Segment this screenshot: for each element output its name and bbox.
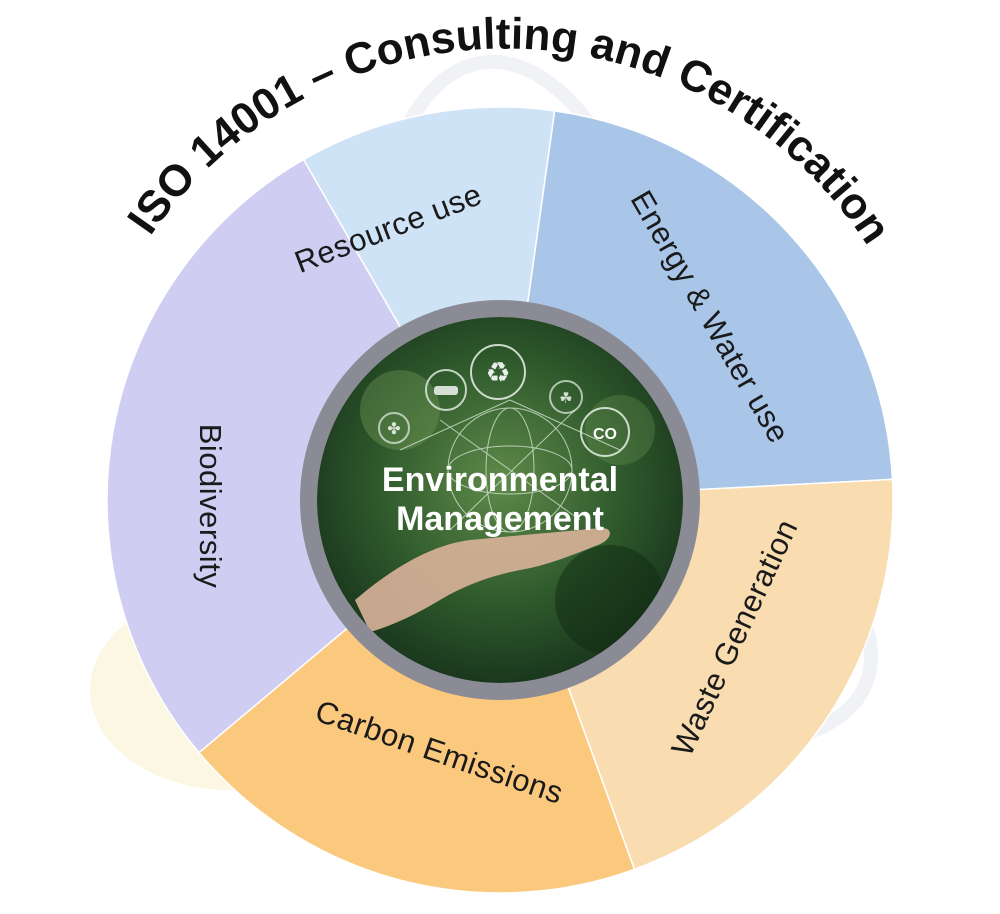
wind-turbine-icon: ✤ [378,412,410,444]
globe-network-icon [399,399,621,533]
svg-text:♻: ♻ [485,357,510,388]
svg-text:CO: CO [593,426,617,443]
svg-text:✤: ✤ [387,421,400,438]
electric-car-icon [425,369,467,411]
center-title-line2: Management [396,500,604,538]
center-title-line1: Environmental [382,461,618,499]
svg-text:☘: ☘ [559,390,572,407]
co2-icon: CO [580,407,630,457]
leaf-icon: ☘ [549,380,583,414]
hand-icon [355,527,610,632]
recycle-icon: ♻ [470,344,526,400]
segment-label-biodiversity: Biodiversity [193,424,228,589]
segment-biodiversity [106,158,501,754]
